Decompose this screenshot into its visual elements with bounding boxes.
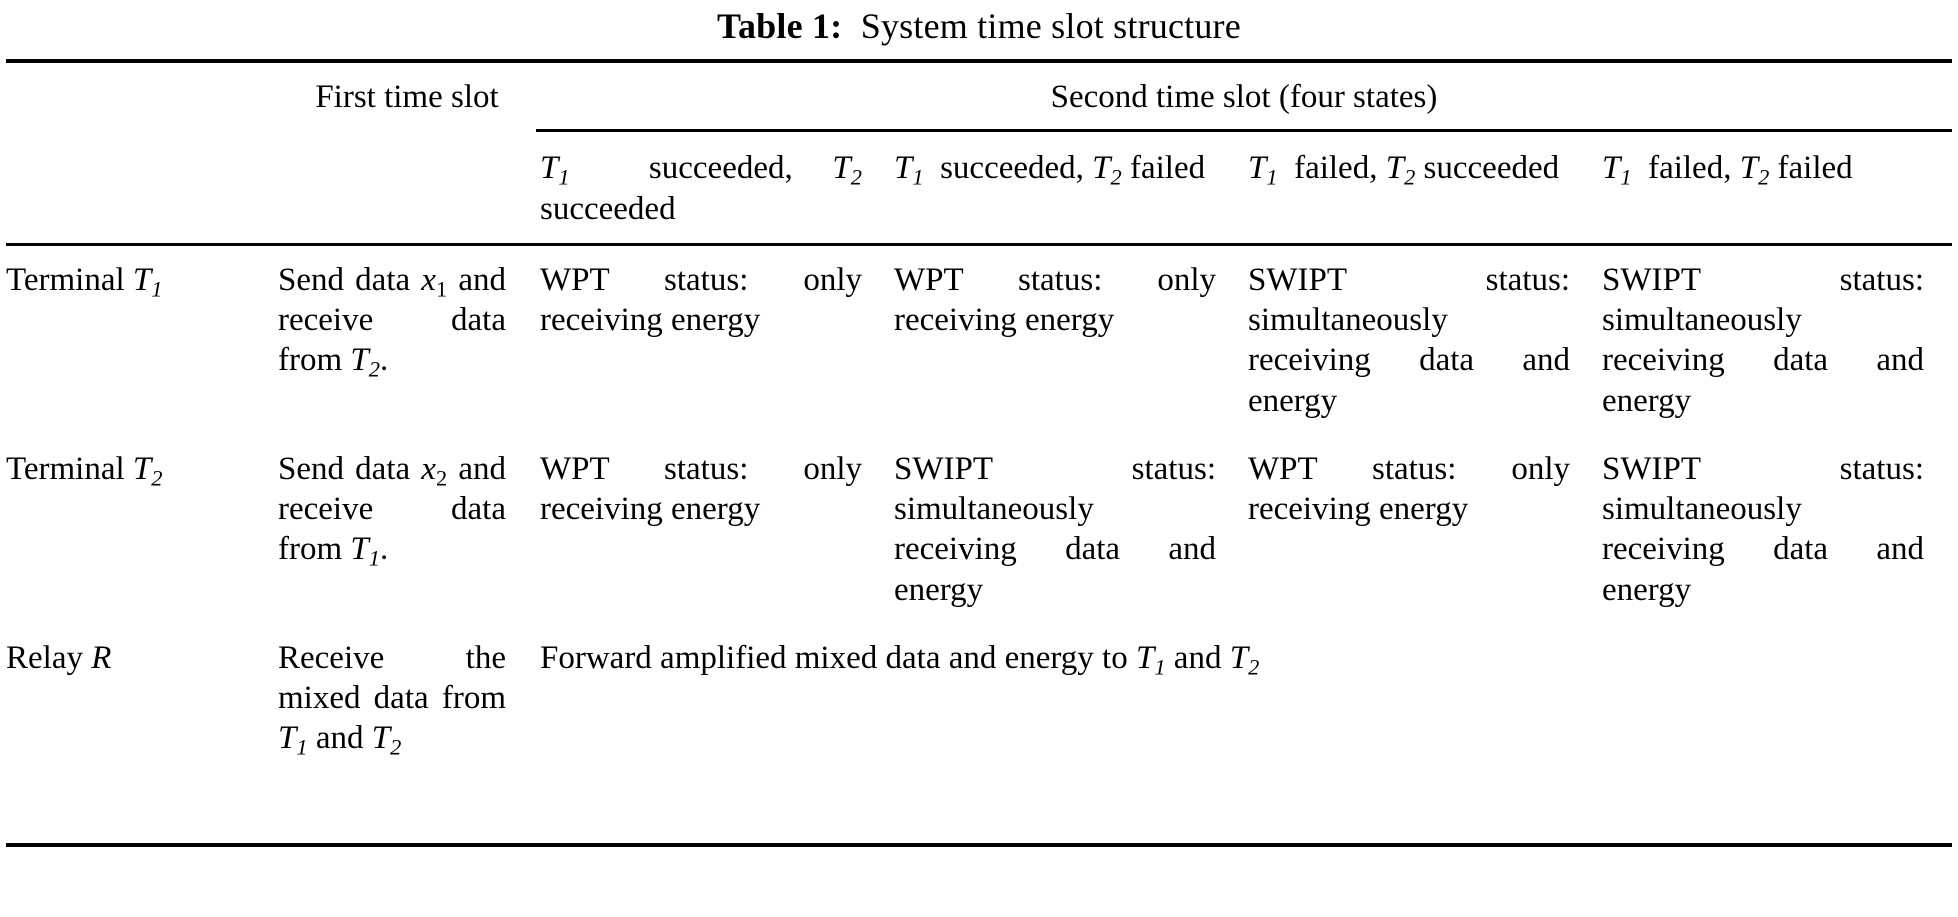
row-label-relay-r: Relay R (6, 639, 112, 676)
row-label-terminal-t2: Terminal T2 (6, 450, 163, 491)
row3-span-cell: Forward amplified mixed data and energy … (540, 639, 1260, 680)
table-row: Terminal T2 Send data x2 and receive dat… (6, 435, 1952, 624)
row2-first-time-slot: Send data x2 and receive data from T1. (278, 450, 506, 571)
state-header-col-3: T1 failed, T2 succeeded (1248, 150, 1560, 190)
row2-state-2: SWIPT status: simultaneously receiving d… (894, 450, 1216, 608)
row1-state-3: SWIPT status: simultaneously receiving d… (1248, 261, 1570, 419)
row1-state-4: SWIPT status: simultaneously receiving d… (1602, 261, 1924, 419)
group-rule-second-time-slot (536, 129, 1952, 133)
table-row: Terminal T1 Send data x1 and receive dat… (6, 246, 1952, 435)
row-label-terminal-t1: Terminal T1 (6, 261, 163, 302)
group-header-second-time-slot: Second time slot (four states) (1050, 79, 1438, 115)
table-bottom-spacer (6, 773, 1952, 845)
state-header-col-2: T1 succeeded, T2 failed (894, 150, 1206, 190)
state-header-col-1: T1 succeeded, T2 succeeded (540, 150, 862, 227)
table-state-header-row: T1 succeeded, T2 succeeded T1 succeeded,… (6, 132, 1952, 244)
state-header-spacer-1 (6, 132, 278, 244)
caption-text: System time slot structure (860, 6, 1241, 46)
table-caption: Table 1: System time slot structure (6, 0, 1952, 59)
row3-first-time-slot: Receive the mixed data from T1 and T2 (278, 639, 506, 760)
table-row: Relay R Receive the mixed data from T1 a… (6, 624, 1952, 773)
row1-state-1: WPT status: only receiving energy (540, 261, 862, 338)
state-header-col-4: T1 failed, T2 failed (1602, 150, 1853, 190)
state-header-spacer-2 (278, 132, 536, 244)
row1-state-2: WPT status: only receiving energy (894, 261, 1216, 338)
table-rule-group (6, 129, 1952, 133)
system-time-slot-table: First time slot Second time slot (four s… (6, 59, 1952, 849)
caption-label: Table 1: (717, 6, 843, 46)
row2-state-4: SWIPT status: simultaneously receiving d… (1602, 450, 1924, 608)
group-header-rowlabel (6, 63, 278, 131)
group-header-first-time-slot: First time slot (315, 79, 499, 115)
table-group-header-row: First time slot Second time slot (four s… (6, 63, 1952, 131)
row1-first-time-slot: Send data x1 and receive data from T2. (278, 261, 506, 382)
row2-state-3: WPT status: only receiving energy (1248, 450, 1570, 527)
row2-state-1: WPT status: only receiving energy (540, 450, 862, 527)
table-rule-mid (6, 243, 1952, 247)
table-rule-bottom (6, 842, 1952, 849)
